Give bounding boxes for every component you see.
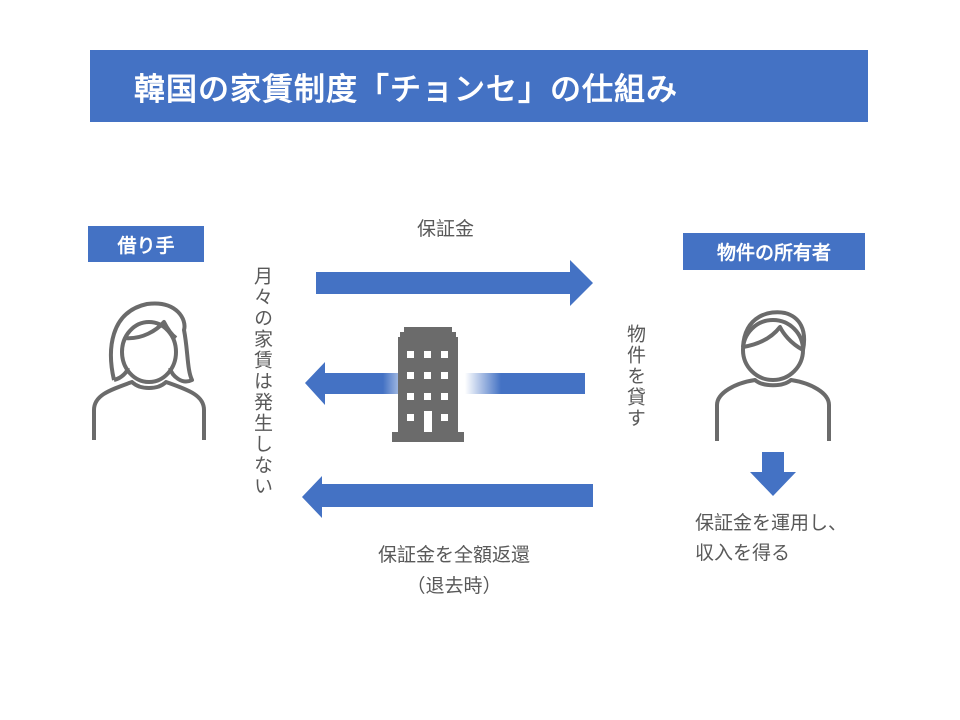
lend-arrow (305, 362, 585, 405)
refund-label-line1: 保証金を全額返還 (377, 544, 530, 566)
lend-property-label: 物件を貸す (624, 324, 646, 429)
no-rent-label: 月々の家賃は発生しない (251, 266, 273, 497)
tenant-label: 借り手 (88, 226, 204, 262)
refund-arrow (302, 476, 593, 518)
down-arrow-icon (750, 452, 796, 496)
owner-label: 物件の所有者 (683, 233, 865, 270)
owner-note-line1: 保証金を運用し、 (695, 512, 848, 534)
building-icon (392, 327, 464, 442)
deposit-arrow (316, 260, 593, 306)
person-male-icon (715, 310, 831, 441)
person-female-icon (92, 301, 206, 440)
title-banner: 韓国の家賃制度「チョンセ」の仕組み (90, 50, 868, 122)
refund-label-line2: （退去時） (406, 575, 502, 597)
owner-note-line2: 収入を得る (695, 542, 791, 564)
deposit-label: 保証金 (417, 218, 475, 240)
page-title: 韓国の家賃制度「チョンセ」の仕組み (134, 71, 678, 108)
